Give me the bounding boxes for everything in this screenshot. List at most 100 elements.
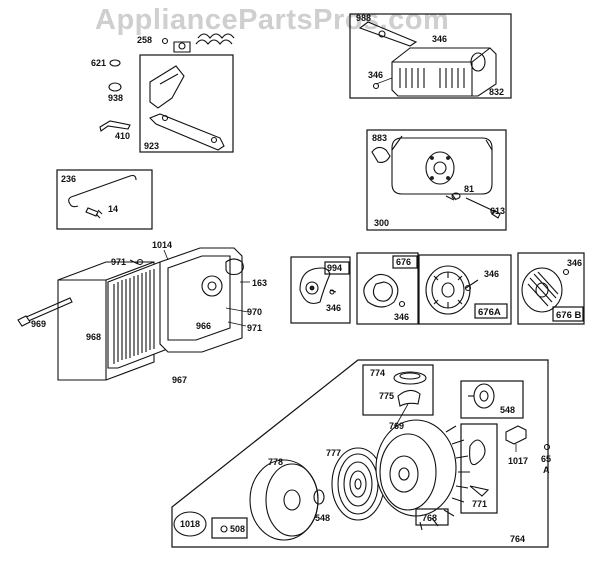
assembly-676: 676 346 [356,252,419,325]
box-994 [290,256,351,324]
spring-clip-771 [469,439,486,466]
label-967: 967 [172,375,187,385]
box-676 [356,252,419,325]
box-300 [366,129,507,231]
label-300: 300 [374,218,389,228]
housing-fins [419,425,470,531]
assembly-994: 994 346 [290,256,351,324]
box-774 [362,364,434,416]
grip-775 [397,389,421,407]
governor-arm [149,113,225,151]
washer-621 [109,59,121,67]
label-777: 777 [326,448,341,458]
label-346b: 346 [368,70,383,80]
assembly-923: 258 621 938 410 923 [91,33,235,153]
label-258: 258 [137,35,152,45]
washer-81 [451,192,461,200]
label-968: 968 [86,332,101,342]
badge-1018 [173,511,207,537]
label-tag-768 [415,508,449,526]
base-port [201,275,223,297]
air-cleaner-base-967 [159,247,243,353]
screw-14 [85,207,99,217]
rotating-screen-676 [363,273,399,308]
governor-spring [173,33,235,53]
label-613: 613 [490,206,505,216]
label-1018: 1018 [180,519,200,529]
label-410: 410 [115,131,130,141]
label-764: 764 [510,534,525,544]
label-346d: 346 [394,312,409,322]
washer-548b [313,489,325,505]
label-971b: 971 [247,323,262,333]
starter-housing-768 [375,419,457,517]
muffler-300 [391,137,493,195]
label-621: 621 [91,58,106,68]
handle-774 [393,371,427,385]
box-508 [211,517,248,539]
box-832 [349,13,512,99]
box-548a [460,380,524,419]
box-771 [460,423,498,514]
label-1014: 1014 [152,240,172,250]
label-14: 14 [108,204,118,214]
label-tag-676B [552,306,584,322]
control-wire-236 [68,174,137,205]
label-676B: 676 B [556,310,581,321]
label-994: 994 [327,263,342,273]
label-971a: 971 [111,257,126,267]
label-966: 966 [196,321,211,331]
screw-613 [465,197,497,213]
label-508: 508 [230,524,245,534]
label-tag-676A [474,303,508,319]
assembly-676A: 346 676A [418,254,512,325]
assembly-300: 883 81 613 300 [366,129,507,231]
label-346a: 346 [432,34,447,44]
label-676A: 676A [478,307,501,318]
screw-65A [543,443,551,451]
muffler-bracket [358,21,418,47]
assembly-764: 774 775 769 548 778 777 1017 65 A 771 10… [171,359,551,548]
label-768: 768 [422,513,437,523]
pulley-548 [473,383,495,409]
label-970: 970 [247,307,262,317]
label-883: 883 [372,133,387,143]
choke-lever [149,65,185,109]
screw-346d [398,300,406,308]
air-cleaner-assembly: 1014 971 163 970 971 969 968 966 967 [17,240,267,385]
screw-346c [329,289,335,295]
label-923: 923 [144,141,159,151]
label-1017: 1017 [508,456,528,466]
label-548b: 548 [315,513,330,523]
label-346f: 346 [567,258,582,268]
bracket-163 [225,258,244,276]
label-346c: 346 [326,303,341,313]
label-65A: A [543,465,550,475]
box-923 [139,54,234,153]
label-832: 832 [489,87,504,97]
nut-938 [108,82,122,92]
label-988: 988 [356,13,371,23]
label-65: 65 [541,454,551,464]
screw-346e [464,284,472,292]
label-81: 81 [464,184,474,194]
label-tag-994 [324,261,350,275]
label-163: 163 [252,278,267,288]
screen-676B [521,267,563,313]
link-410 [99,120,131,132]
label-346e: 346 [484,269,499,279]
screw-258 [161,37,169,45]
label-969: 969 [31,319,46,329]
screw-346f [562,268,570,276]
gasket-883 [371,146,391,163]
box-676B [517,252,585,325]
box-236 [56,169,153,230]
screw-508 [220,525,228,533]
label-236: 236 [61,174,76,184]
label-774: 774 [370,368,385,378]
screw-971a [136,258,144,266]
assembly-236: 236 14 [56,169,153,230]
label-775: 775 [379,391,394,401]
label-771: 771 [472,499,487,509]
